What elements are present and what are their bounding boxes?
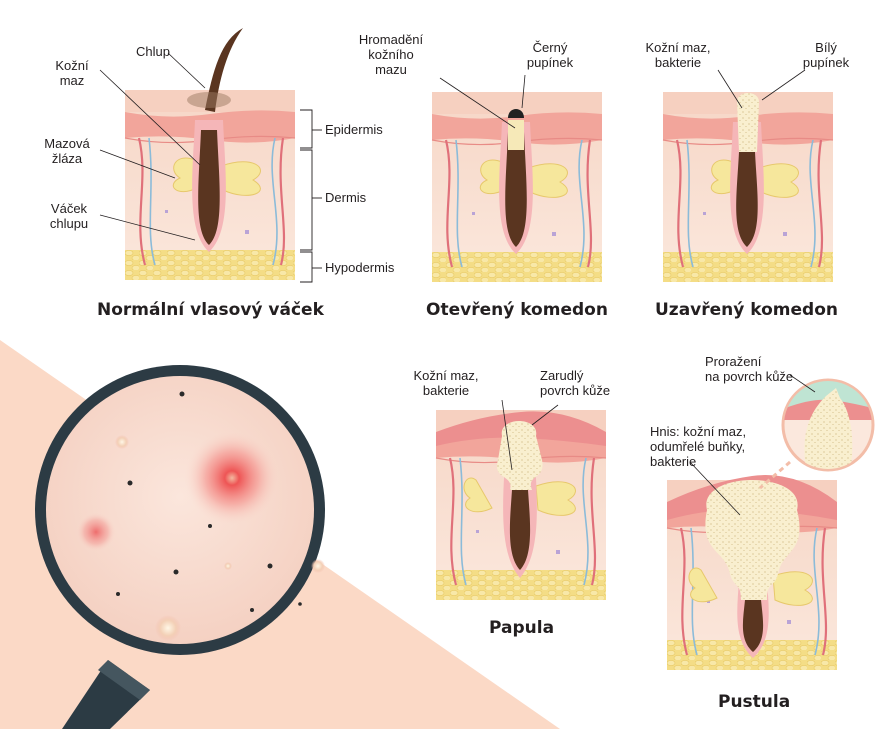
blackhead-label: Černý pupínek (510, 40, 590, 70)
magnifier-lens (35, 365, 325, 655)
closed-sebum-bacteria-label: Kožní maz, bakterie (628, 40, 728, 70)
papule-section (436, 410, 606, 600)
hair-follicle-label: Váček chlupu (36, 201, 102, 231)
closed-comedo-title: Uzavřený komedon (655, 300, 838, 320)
pus-label: Hnis: kožní maz, odumřelé buňky, bakteri… (650, 424, 746, 469)
pustule-section (667, 475, 837, 670)
normal-follicle-section (125, 28, 295, 280)
breakthrough-label: Proražení na povrch kůže (705, 354, 793, 384)
sebum-buildup-label: Hromadění kožního mazu (341, 32, 441, 77)
epidermis-label: Epidermis (325, 122, 383, 137)
papule-sebum-bacteria-label: Kožní maz, bakterie (396, 368, 496, 398)
sebaceous-gland-label: Mazová žláza (36, 136, 98, 166)
breakthrough-inset (760, 380, 877, 488)
layer-bracket (300, 110, 322, 282)
normal-follicle-title: Normální vlasový váček (97, 300, 324, 320)
dermis-label: Dermis (325, 190, 366, 205)
sebum-label: Kožní maz (40, 58, 104, 88)
closed-comedo-section (663, 92, 833, 282)
open-comedo-title: Otevřený komedon (426, 300, 608, 320)
hair-label: Chlup (136, 44, 170, 59)
pustule-title: Pustula (718, 692, 790, 712)
whitehead-label: Bílý pupínek (786, 40, 866, 70)
papule-title: Papula (489, 618, 554, 638)
open-comedo-section (432, 92, 602, 282)
hypodermis-label: Hypodermis (325, 260, 394, 275)
reddened-surface-label: Zarudlý povrch kůže (540, 368, 610, 398)
